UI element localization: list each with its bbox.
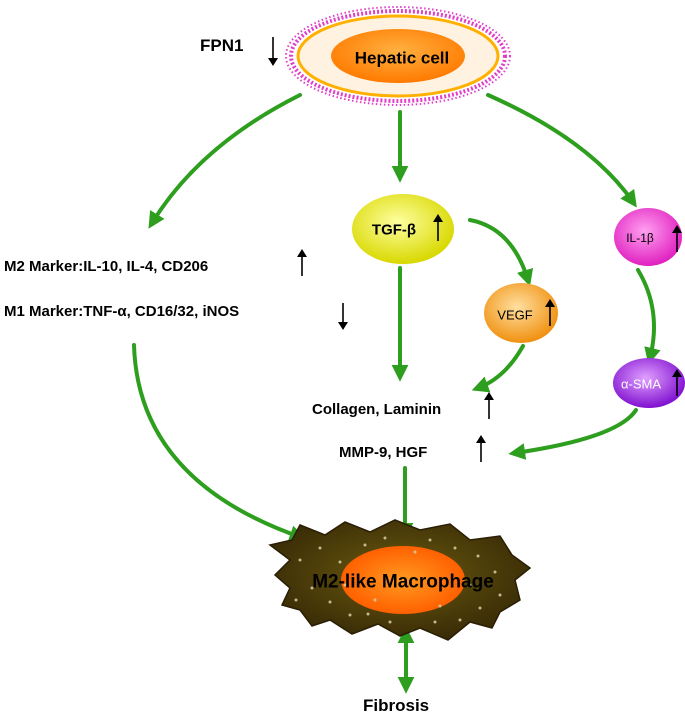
m1-down-arrow-icon bbox=[338, 303, 348, 330]
arrow-vegf-to-collagen bbox=[471, 344, 525, 393]
arrow-hepatic-to-m-markers bbox=[148, 93, 302, 229]
tgf-beta-label: TGF-β bbox=[371, 221, 417, 239]
fibrosis-label: Fibrosis bbox=[363, 696, 430, 715]
vegf-up-arrow-icon bbox=[545, 299, 555, 326]
il1b-up-arrow-icon bbox=[672, 225, 682, 252]
m2-up-arrow-icon bbox=[297, 249, 307, 276]
arrow-hepatic-to-il1b bbox=[486, 93, 637, 208]
vegf-node bbox=[484, 283, 558, 343]
alpha-sma-node bbox=[613, 358, 685, 408]
mmp9-up-arrow-icon bbox=[476, 435, 486, 462]
arrow-tgf-to-vegf bbox=[468, 218, 534, 287]
fpn1-label: FPN1 bbox=[200, 36, 244, 55]
hepatic-cell-label: Hepatic cell bbox=[354, 48, 450, 68]
sma-up-arrow-icon bbox=[672, 369, 682, 396]
collagen-laminin-label: Collagen, Laminin bbox=[312, 401, 442, 418]
il-1beta-label: IL-1β bbox=[626, 231, 654, 245]
arrow-markers-to-macrophage bbox=[132, 343, 307, 542]
alpha-sma-label: α-SMA bbox=[620, 376, 662, 392]
mmp9-hgf-label: MMP-9, HGF bbox=[339, 444, 428, 461]
vegf-label: VEGF bbox=[497, 307, 533, 323]
arrow-il1b-to-sma bbox=[636, 268, 661, 365]
collagen-up-arrow-icon bbox=[484, 392, 494, 419]
m1-marker-label: M1 Marker:TNF-α, CD16/32, iNOS bbox=[4, 303, 240, 320]
il-1beta-node bbox=[614, 208, 682, 266]
macrophage-node bbox=[268, 519, 532, 641]
arrow-sma-to-mmp9 bbox=[508, 408, 638, 460]
fpn1-down-arrow-icon bbox=[268, 37, 278, 66]
m2-marker-label: M2 Marker:IL-10, IL-4, CD206 bbox=[4, 258, 209, 275]
macrophage-label: M2-like Macrophage bbox=[312, 571, 494, 593]
tgf-up-arrow-icon bbox=[433, 214, 443, 241]
tgf-beta-node bbox=[352, 194, 454, 264]
hepatic-cell-node bbox=[285, 6, 511, 106]
